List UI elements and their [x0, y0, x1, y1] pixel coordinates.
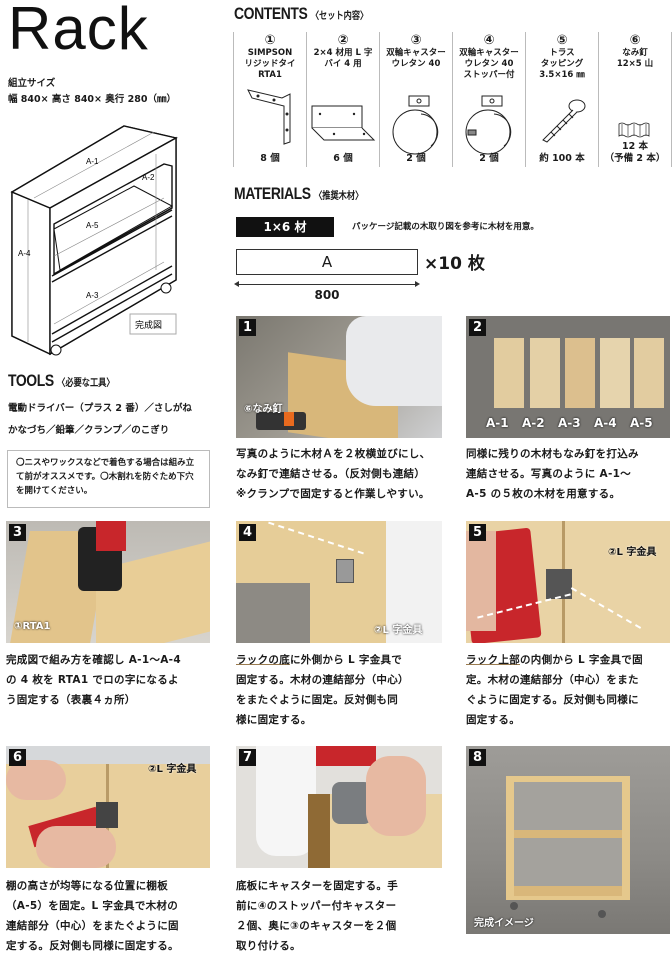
step-6-photo: 6 ②L 字金具	[6, 746, 210, 868]
step-badge: 5	[469, 524, 486, 541]
size-value: 幅 840× 高さ 840× 奥行 280（㎜）	[8, 94, 176, 105]
corrugated-nail-icon	[618, 122, 650, 138]
tools-heading: TOOLS 〈必要な工具〉	[8, 371, 115, 390]
label-a5: A-5	[86, 221, 99, 230]
rack-diagram: A-1 A-2 A-5 A-4 A-3 完成図	[10, 125, 178, 356]
content-item-screw: ⑤ トラス タッピング 3.5×16 ㎜ 約 100 本	[525, 32, 598, 167]
photo-label: ②L 字金具	[148, 764, 197, 775]
caster-icon	[392, 95, 439, 155]
step-badge: 1	[239, 319, 256, 336]
board-a: A	[236, 249, 418, 275]
size-label: 組立サイズ	[8, 78, 56, 89]
tools-list: 電動ドライバー（プラス 2 番）／さしがね かなづち／鉛筆／クランプ／のこぎり	[8, 403, 192, 436]
step-badge: 6	[9, 749, 26, 766]
content-item-rta1: ① SIMPSON リジッドタイ RTA1 8 個	[233, 32, 306, 167]
board-label: A-5	[630, 416, 653, 430]
l-bracket-icon	[311, 105, 376, 141]
photo-label: ②L 字金具	[608, 547, 657, 558]
step-badge: 2	[469, 319, 486, 336]
emphasis: ラックの底	[236, 654, 290, 666]
step-4-photo: 4 ②L 字金具	[236, 521, 442, 643]
step-5-caption: ラック上部の内側から L 字金具で固 定。木材の連結部分（中心）をまた ぐように…	[466, 654, 643, 726]
tools-note: 〇ニスやワックスなどで着色する場合は組み立て前がオススメです。〇木割れを防ぐため…	[7, 450, 210, 508]
caster-stopper-icon	[465, 95, 512, 155]
label-a1: A-1	[86, 157, 99, 166]
content-item-caster-stopper: ④ 双輪キャスター ウレタン 40 ストッパー付 2 個	[452, 32, 525, 167]
contents-heading: CONTENTS 〈セット内容〉	[234, 4, 369, 23]
label-a2: A-2	[142, 173, 155, 182]
screw-icon	[542, 99, 586, 143]
photo-label: ①RTA1	[14, 621, 51, 632]
board-label: A-1	[486, 416, 509, 430]
step-8-photo: 8 完成イメージ	[466, 746, 670, 934]
photo-label: ②L 字金具	[374, 625, 423, 636]
photo-label: ⑥なみ釘	[244, 404, 283, 415]
materials-note: パッケージ記載の木取り図を参考に木材を用意。	[352, 222, 539, 232]
page-title: Rack	[8, 0, 149, 62]
lumber-type-tag: 1×6 材	[236, 217, 334, 237]
step-2-caption: 同様に残りの木材もなみ釘を打込み 連結させる。写真のように A-1～ A-5 の…	[466, 448, 639, 500]
board-label: A-3	[558, 416, 581, 430]
step-2-photo: 2 A-1 A-2 A-3 A-4 A-5	[466, 316, 670, 438]
contents-list: ① SIMPSON リジッドタイ RTA1 8 個 ② 2×4 材用 L 字 バ…	[233, 32, 672, 167]
board-length: 800	[314, 288, 340, 302]
board-label: A-2	[522, 416, 545, 430]
content-item-l-bracket: ② 2×4 材用 L 字 バイ 4 用 6 個	[306, 32, 379, 167]
diagram-caption: 完成図	[135, 319, 162, 331]
label-a3: A-3	[86, 291, 99, 300]
step-6-caption: 棚の高さが均等になる位置に棚板 （A-5）を固定。L 字金具で木材の 連結部分（…	[6, 880, 179, 952]
step-1-photo: 1 ⑥なみ釘	[236, 316, 442, 438]
step-7-photo: 7	[236, 746, 442, 868]
step-3-caption: 完成図で組み方を確認し A-1～A-4 の 4 枚を RTA1 でロの字になるよ…	[6, 654, 181, 706]
materials-heading: MATERIALS 〈推奨木材〉	[234, 184, 364, 203]
step-1-caption: 写真のように木材Ａを２枚横並びにし、 なみ釘で連結させる。（反対側も連結） ※ク…	[236, 448, 431, 500]
board-count: ×10 枚	[424, 254, 485, 274]
board-label: A-4	[594, 416, 617, 430]
angle-bracket-icon	[247, 89, 291, 145]
step-5-photo: 5 ②L 字金具	[466, 521, 670, 643]
emphasis: ラック上部	[466, 654, 520, 666]
step-badge: 3	[9, 524, 26, 541]
step-4-caption: ラックの底に外側から L 字金具で 固定する。木材の連結部分（中心） をまたぐよ…	[236, 654, 409, 726]
label-a4: A-4	[18, 249, 31, 258]
step-7-caption: 底板にキャスターを固定する。手 前に④のストッパー付キャスター ２個、奥に③のキ…	[236, 880, 398, 952]
step-badge: 7	[239, 749, 256, 766]
step-badge: 4	[239, 524, 256, 541]
step-badge: 8	[469, 749, 486, 766]
content-item-corrugated-nail: ⑥ なみ釘 12×5 山 12 本（予備 2 本）	[598, 32, 672, 167]
step-3-photo: 3 ①RTA1	[6, 521, 210, 643]
content-item-caster: ③ 双輪キャスター ウレタン 40 2 個	[379, 32, 452, 167]
assembly-size: 組立サイズ 幅 840× 高さ 840× 奥行 280（㎜）	[8, 76, 176, 108]
dimension-arrow	[234, 281, 420, 287]
photo-label: 完成イメージ	[474, 918, 534, 929]
